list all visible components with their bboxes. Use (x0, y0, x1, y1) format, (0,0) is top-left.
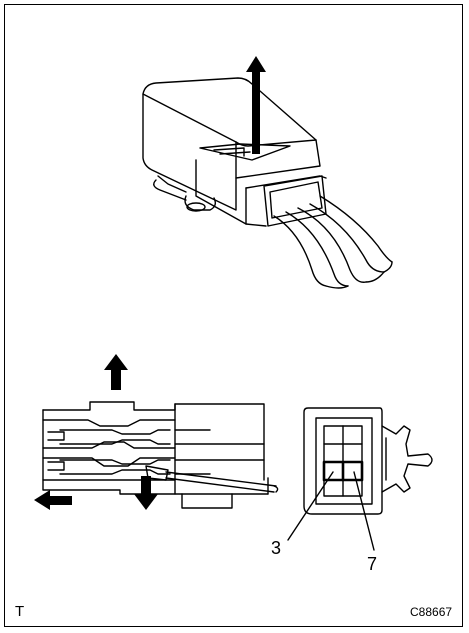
pin-number-label: 3 (271, 538, 282, 558)
connector-side-view (42, 401, 279, 509)
arrow-up-icon (104, 354, 128, 390)
corner-mark: T (15, 603, 25, 620)
figure-id: C88667 (410, 605, 453, 619)
connector-perspective (142, 77, 327, 227)
arrow-left-icon (34, 490, 72, 510)
diagram-frame (4, 4, 463, 627)
arrow-up-icon (246, 56, 266, 154)
arrow-down-icon (134, 476, 158, 510)
pin-number-label: 7 (367, 554, 378, 574)
wire-bundle (273, 195, 393, 289)
connector-front-view (287, 407, 433, 551)
